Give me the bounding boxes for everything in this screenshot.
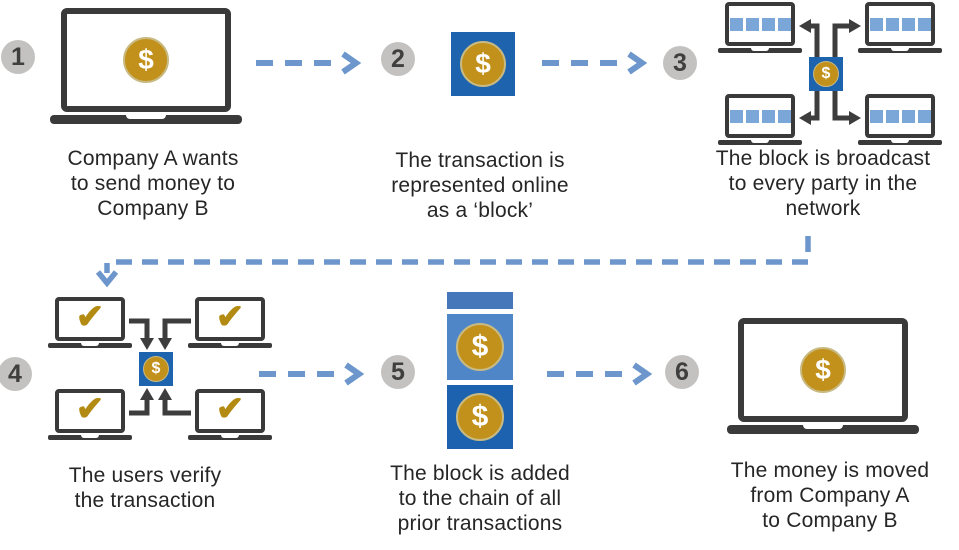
laptop-notch [891, 48, 909, 51]
step-2-number-badge: 2 [381, 42, 415, 76]
step-6-laptop: $ [727, 318, 919, 434]
laptop-notch [221, 435, 239, 438]
check-icon: ✔ [75, 390, 105, 428]
step-1-laptop: $ [50, 8, 242, 124]
check-icon: ✔ [215, 390, 245, 428]
data-blocks-icon [869, 109, 931, 123]
laptop-notch [81, 343, 99, 346]
step-5-blockchain: $ $ [447, 292, 513, 449]
dollar-coin-icon: $ [456, 393, 504, 441]
dollar-sign: $ [475, 48, 491, 79]
dollar-sign: $ [815, 354, 831, 385]
dollar-coin-icon: $ [800, 347, 846, 393]
network-laptop: ✔ [188, 297, 272, 348]
chain-block: $ [447, 314, 513, 380]
laptop-base [718, 48, 802, 53]
laptop-base [188, 343, 272, 348]
step-6-number-badge: 6 [665, 355, 699, 389]
central-block: $ [139, 352, 173, 386]
dollar-coin-icon: $ [813, 61, 839, 87]
dollar-sign: $ [471, 400, 489, 433]
dashed-arrow-right-icon [256, 51, 362, 75]
laptop-screen [865, 94, 935, 138]
network-laptop [718, 94, 802, 145]
laptop-notch [891, 140, 909, 143]
verify-arrows-icon [129, 318, 191, 416]
network-laptop [858, 94, 942, 145]
step-5-number-badge: 5 [381, 355, 415, 389]
network-laptop: ✔ [48, 389, 132, 440]
laptop-base [50, 115, 242, 124]
laptop-screen: $ [738, 318, 908, 422]
step-1-number-badge: 1 [1, 40, 35, 74]
network-laptop: ✔ [188, 389, 272, 440]
step-3-number-badge: 3 [663, 46, 697, 80]
dollar-sign: $ [138, 44, 154, 75]
broadcast-arrows-icon [799, 19, 861, 125]
laptop-screen: ✔ [55, 389, 125, 433]
step-2-transaction-block: $ [451, 32, 515, 96]
laptop-base [727, 425, 919, 434]
data-blocks-icon [729, 17, 791, 31]
laptop-base [48, 343, 132, 348]
laptop-screen: ✔ [195, 297, 265, 341]
dashed-arrow-right-icon [259, 362, 365, 386]
laptop-screen [865, 2, 935, 46]
network-laptop: ✔ [48, 297, 132, 348]
laptop-screen: ✔ [55, 297, 125, 341]
network-laptop [718, 2, 802, 53]
laptop-screen: $ [61, 8, 231, 112]
laptop-screen [725, 94, 795, 138]
dollar-sign: $ [471, 330, 489, 363]
dashed-arrow-right-icon [542, 51, 648, 75]
laptop-notch [751, 140, 769, 143]
laptop-notch [81, 435, 99, 438]
laptop-notch [126, 115, 166, 119]
laptop-notch [803, 425, 843, 429]
dollar-coin-icon: $ [123, 37, 169, 83]
dashed-connector-down-icon [95, 236, 811, 288]
laptop-base [858, 48, 942, 53]
prior-block-partial [447, 292, 513, 309]
step-3-broadcast-network: $ [710, 2, 942, 147]
laptop-base [48, 435, 132, 440]
dashed-arrow-right-icon [547, 362, 653, 386]
central-block: $ [809, 57, 843, 91]
dollar-coin-icon: $ [143, 356, 169, 382]
dollar-coin-icon: $ [456, 323, 504, 371]
check-icon: ✔ [215, 298, 245, 336]
laptop-base [188, 435, 272, 440]
laptop-base [858, 140, 942, 145]
laptop-screen [725, 2, 795, 46]
laptop-notch [221, 343, 239, 346]
step-4-verify-network: ✔ ✔ ✔ ✔ $ [40, 297, 272, 445]
dollar-sign: $ [151, 360, 161, 377]
laptop-base [718, 140, 802, 145]
check-icon: ✔ [75, 298, 105, 336]
dollar-sign: $ [821, 65, 831, 82]
laptop-screen: ✔ [195, 389, 265, 433]
laptop-notch [751, 48, 769, 51]
data-blocks-icon [729, 109, 791, 123]
chain-block: $ [447, 385, 513, 449]
dollar-coin-icon: $ [460, 41, 506, 87]
data-blocks-icon [869, 17, 931, 31]
step-4-number-badge: 4 [0, 357, 32, 391]
network-laptop [858, 2, 942, 53]
